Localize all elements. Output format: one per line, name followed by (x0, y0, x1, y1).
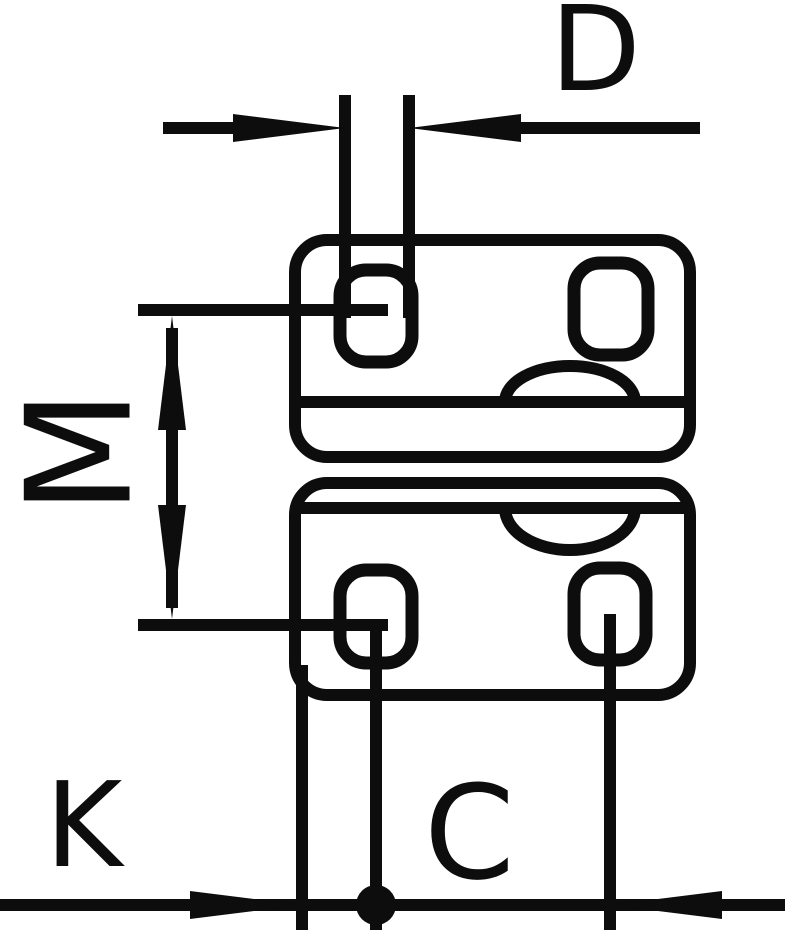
arrowhead-m-up (158, 316, 186, 430)
dimension-label-k: K (45, 756, 125, 894)
dimension-origin-dot (356, 885, 396, 925)
bottom-plate-outline (289, 477, 696, 701)
arrowhead-m-down (158, 505, 186, 619)
drawing-fills: D M K C (0, 0, 722, 925)
dimension-label-d: D (550, 0, 641, 118)
arrowhead-c-left (610, 891, 722, 919)
top-plate-outline (289, 234, 696, 463)
dimension-label-m: M (0, 389, 165, 514)
top-knuckle-arc (499, 360, 641, 403)
hole-top-right (567, 256, 655, 362)
arrowhead-d-left (233, 114, 345, 142)
bottom-knuckle-arc (499, 507, 641, 556)
arrowhead-k-right (190, 891, 302, 919)
arrowhead-d-right (409, 114, 521, 142)
dimension-label-c: C (424, 757, 515, 909)
